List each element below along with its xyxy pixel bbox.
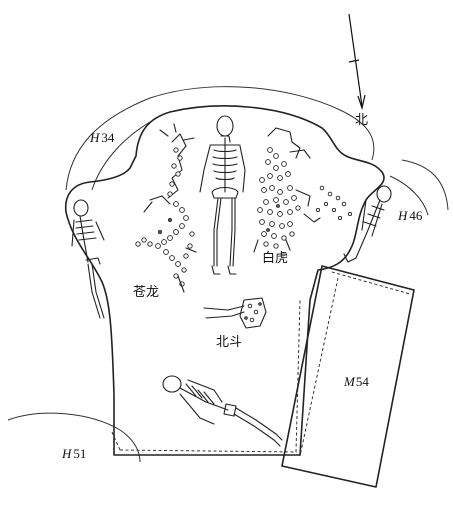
m54-label: M54 — [343, 374, 369, 389]
h51-outline — [7, 412, 141, 463]
scattered-shells — [315, 185, 353, 221]
h46-outline — [389, 159, 449, 216]
main-pit-outline — [64, 105, 385, 456]
east-skeleton — [343, 185, 392, 263]
canglong-mosaic — [135, 123, 197, 293]
north-label: 北 — [355, 113, 368, 128]
baihu-label: 白虎 — [262, 250, 288, 266]
m54-outline — [281, 265, 415, 488]
beidou-label: 北斗 — [216, 335, 242, 350]
north-arrow-icon — [348, 13, 366, 111]
west-skeleton — [71, 199, 105, 319]
beidou-mosaic — [203, 297, 267, 329]
central-skeleton — [199, 115, 246, 275]
baihu-mosaic — [253, 127, 321, 253]
south-skeleton — [162, 375, 283, 447]
h34-outline — [65, 86, 375, 191]
canglong-label: 苍龙 — [133, 285, 159, 300]
